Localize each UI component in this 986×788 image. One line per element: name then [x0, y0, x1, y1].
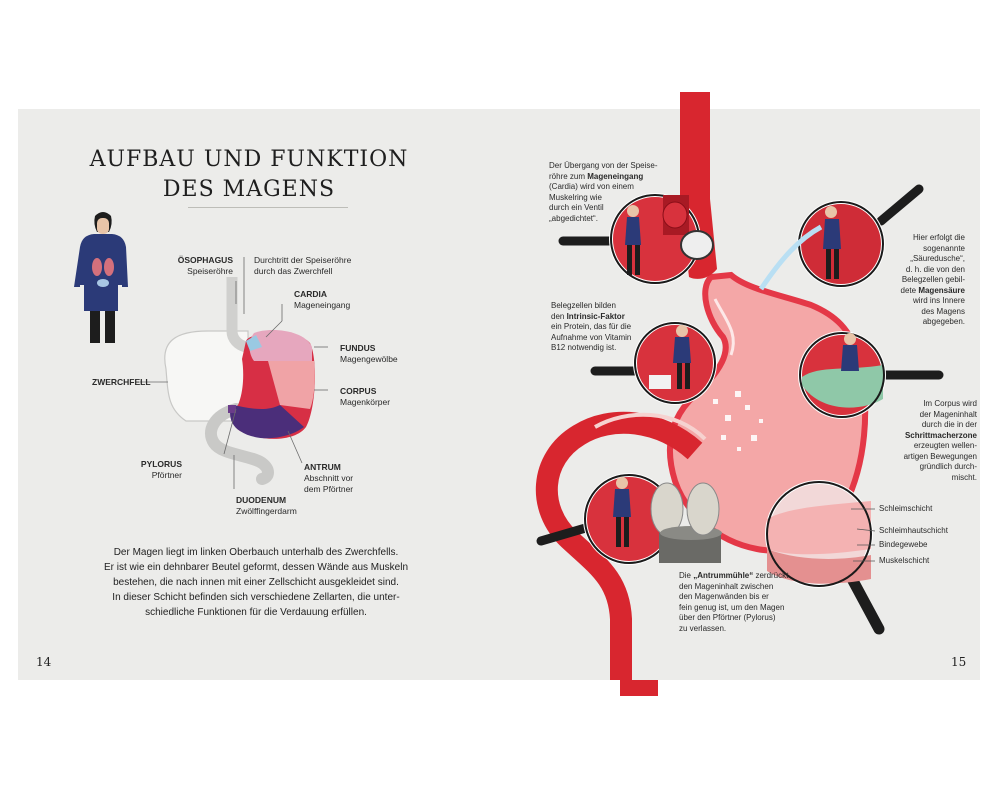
magnifier-corpus	[798, 331, 944, 419]
text-cardia: Der Übergang von der Speise- röhre zum M…	[549, 161, 658, 223]
text-belegzellen: Belegzellen bilden den Intrinsic-Faktor …	[551, 301, 632, 352]
body-paragraph: Der Magen liegt im linken Oberbauch unte…	[96, 545, 416, 620]
man-figure-icon	[74, 212, 128, 343]
body-line: In dieser Schicht befinden sich verschie…	[112, 592, 400, 603]
magnifier-saeure	[758, 184, 924, 291]
left-page: AUFBAU UND FUNKTION DES MAGENS	[18, 109, 499, 680]
layer-leader-lines	[851, 508, 876, 562]
magnifier-antrum	[536, 473, 722, 565]
page-number-right: 15	[951, 655, 967, 669]
acid-cubes-decoration	[713, 391, 763, 451]
magnifier-cardia	[558, 193, 714, 285]
stomach-illustration	[535, 109, 944, 680]
stomach-diagram	[228, 329, 315, 439]
label-schleimhautschicht: Schleimhautschicht	[879, 526, 948, 535]
duodenum-tube	[535, 411, 703, 680]
esophagus-overhang	[680, 92, 710, 109]
magnifier-belegzellen	[590, 321, 717, 405]
right-page: Der Übergang von der Speise- röhre zum M…	[499, 109, 980, 680]
title-line-1: AUFBAU UND FUNKTION	[89, 147, 409, 172]
body-line: bestehen, die nach innen mit einer Zells…	[113, 577, 399, 588]
body-line: schiedliche Funktionen für die Verdauung…	[145, 607, 367, 618]
body-line: Er ist wie ein dehnbarer Beutel geformt,…	[103, 562, 409, 573]
leader-lines	[140, 257, 328, 489]
text-corpus: Im Corpus wird der Mageninhalt durch die…	[903, 399, 977, 482]
title-divider	[188, 207, 348, 208]
title-line-2: DES MAGENS	[162, 177, 336, 202]
duodenum-shape	[205, 403, 274, 485]
magnifier-schleimhaut	[765, 480, 885, 635]
label-schleimschicht: Schleimschicht	[879, 504, 933, 513]
page-number-left: 14	[36, 655, 52, 669]
label-muskelschicht: Muskelschicht	[879, 556, 930, 565]
body-line: Der Magen liegt im linken Oberbauch unte…	[113, 547, 399, 558]
esophagus-tube	[680, 109, 710, 199]
page-title: AUFBAU UND FUNKTION DES MAGENS	[18, 145, 480, 205]
book-spread: AUFBAU UND FUNKTION DES MAGENS	[18, 109, 980, 680]
label-bindegewebe: Bindegewebe	[879, 540, 928, 549]
duodenum-overhang	[620, 680, 658, 696]
text-antrum: Die „Antrummühle“ zerdrückt den Mageninh…	[679, 571, 789, 633]
text-saeuredusche: Hier erfolgt die sogenannte „Säuredusche…	[900, 233, 965, 326]
esophagus-shape	[226, 277, 248, 353]
label-zwerchfell: ZWERCHFELL	[92, 377, 151, 387]
stomach-anatomy-diagram	[74, 212, 328, 489]
